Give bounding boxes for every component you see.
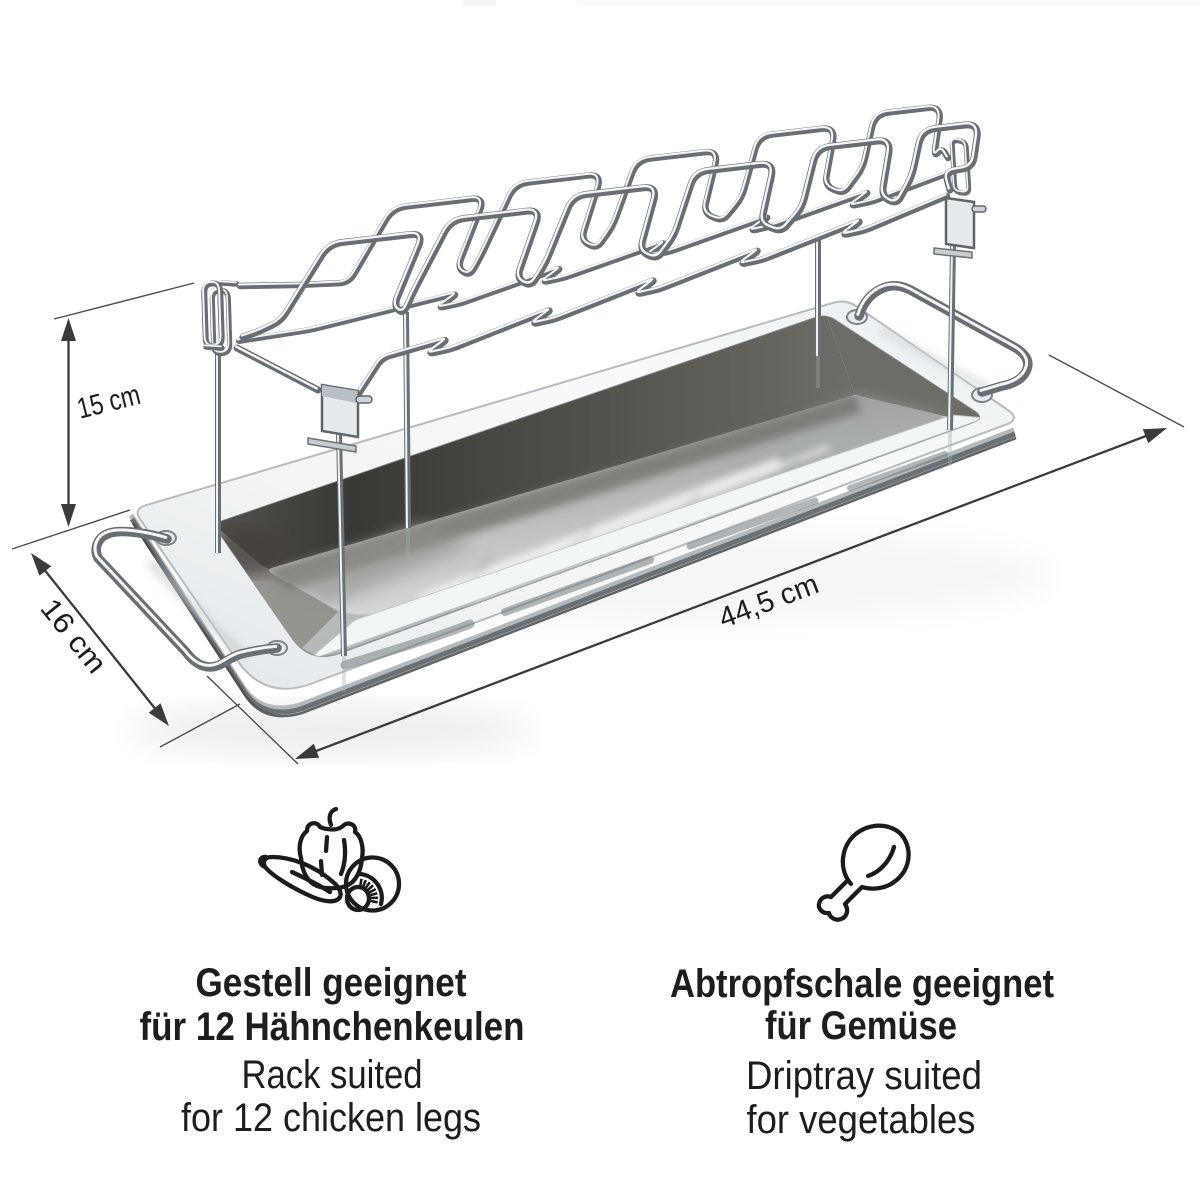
svg-text:Gestell geeignet: Gestell geeignet <box>196 961 467 1005</box>
svg-text:for vegetables: for vegetables <box>747 1098 976 1142</box>
svg-text:für Gemüse: für Gemüse <box>765 1004 957 1048</box>
svg-text:Driptray suited: Driptray suited <box>746 1054 982 1098</box>
svg-text:Abtropfschale geeignet: Abtropfschale geeignet <box>670 962 1054 1006</box>
svg-text:for 12 chicken legs: for 12 chicken legs <box>181 1096 481 1140</box>
svg-text:Rack suited: Rack suited <box>242 1053 423 1097</box>
svg-text:für 12 Hähnchenkeulen: für 12 Hähnchenkeulen <box>140 1005 525 1049</box>
